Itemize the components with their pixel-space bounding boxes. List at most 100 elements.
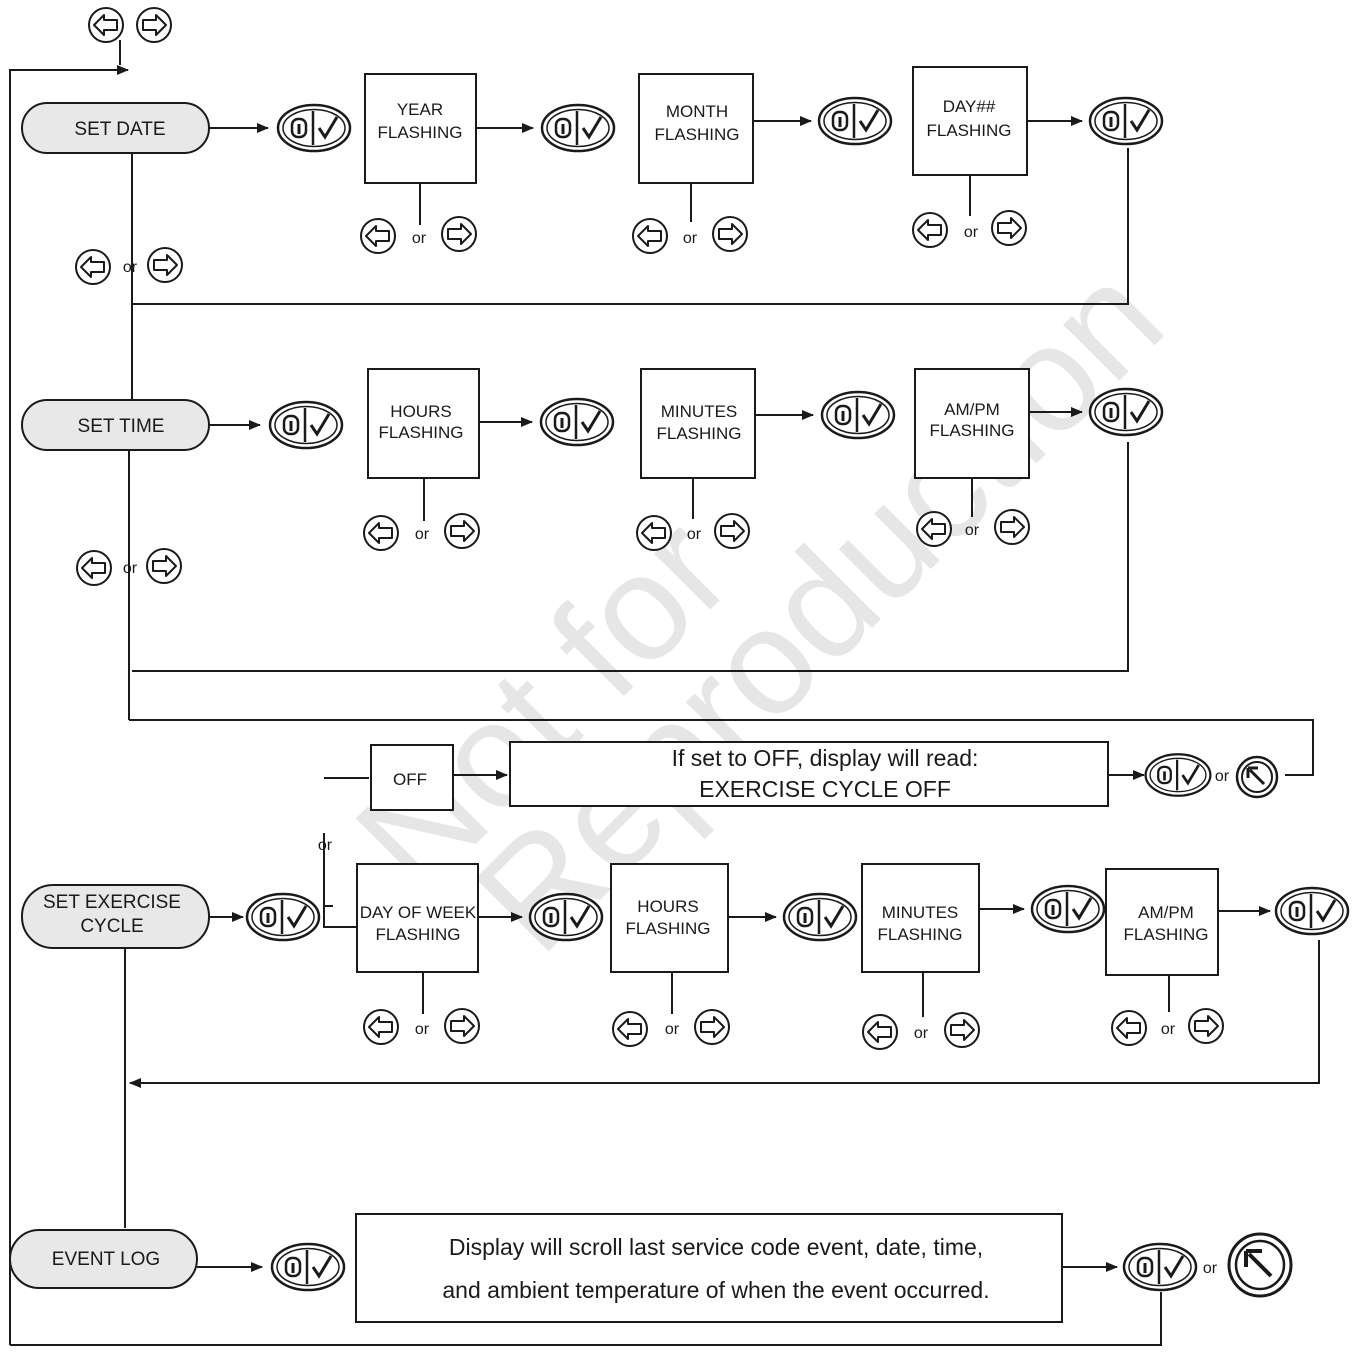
info-check-button-icon[interactable] — [820, 390, 896, 440]
info-check-button-icon[interactable] — [1122, 1242, 1198, 1292]
day-of-week-flashing-label: FLASHING — [375, 925, 460, 944]
off-message-box — [509, 741, 1109, 807]
event-log-message-line2: and ambient temperature of when the even… — [442, 1277, 989, 1303]
info-check-button-icon[interactable] — [540, 103, 616, 153]
left-arrow-icon[interactable] — [612, 1011, 648, 1047]
info-check-button-icon[interactable] — [539, 397, 615, 447]
year-flashing-label: FLASHING — [377, 123, 462, 142]
or-label: or — [318, 837, 333, 854]
or-label: or — [123, 560, 138, 577]
left-arrow-icon[interactable] — [76, 550, 112, 586]
event-log-button[interactable] — [9, 1229, 198, 1289]
minutes-flashing-box — [640, 368, 756, 479]
info-check-button-icon[interactable] — [1274, 886, 1350, 936]
left-arrow-icon[interactable] — [75, 249, 111, 285]
or-label: or — [687, 526, 702, 543]
month-label: MONTH — [666, 102, 728, 121]
hours-flashing-label: FLASHING — [378, 423, 463, 442]
info-check-button-icon[interactable] — [817, 96, 893, 146]
or-label: or — [683, 230, 698, 247]
left-arrow-icon[interactable] — [636, 515, 672, 551]
exercise-minutes-flashing-label: FLASHING — [877, 925, 962, 944]
left-arrow-icon[interactable] — [862, 1014, 898, 1050]
or-label: or — [1203, 1260, 1218, 1277]
event-log-message-line1: Display will scroll last service code ev… — [449, 1234, 983, 1260]
day-of-week-label: DAY OF WEEK — [360, 903, 477, 922]
hours-flashing-box — [367, 368, 480, 479]
year-flashing-box — [364, 73, 477, 184]
or-label: or — [412, 230, 427, 247]
hours-label: HOURS — [390, 402, 451, 421]
left-arrow-icon[interactable] — [360, 218, 396, 254]
info-check-button-icon[interactable] — [1144, 752, 1212, 798]
day-flashing-label: FLASHING — [926, 121, 1011, 140]
left-arrow-icon[interactable] — [916, 511, 952, 547]
right-arrow-icon[interactable] — [146, 548, 182, 584]
right-arrow-icon[interactable] — [712, 216, 748, 252]
minutes-label: MINUTES — [661, 402, 738, 421]
off-message-line1: If set to OFF, display will read: — [672, 745, 979, 771]
day-label: DAY## — [943, 97, 996, 116]
event-log-label: EVENT LOG — [52, 1249, 160, 1270]
right-arrow-icon[interactable] — [714, 513, 750, 549]
right-arrow-icon[interactable] — [994, 509, 1030, 545]
right-arrow-icon[interactable] — [944, 1012, 980, 1048]
info-check-button-icon[interactable] — [1088, 387, 1164, 437]
set-date-label: SET DATE — [74, 119, 165, 140]
back-rotate-icon[interactable] — [1227, 1232, 1293, 1298]
info-check-button-icon[interactable] — [782, 892, 858, 942]
info-check-button-icon[interactable] — [528, 892, 604, 942]
right-arrow-icon[interactable] — [1188, 1008, 1224, 1044]
event-log-row: EVENT LOG Display will scroll last servi… — [9, 1213, 1293, 1323]
set-date-row: SET DATE YEAR FLASHING or MONTH FLASHING… — [21, 66, 1164, 285]
left-arrow-icon[interactable] — [1111, 1010, 1147, 1046]
connector-lines — [9, 40, 1320, 1346]
set-exercise-label-line1: SET EXERCISE — [43, 892, 181, 913]
info-check-button-icon[interactable] — [1088, 96, 1164, 146]
ampm-flashing-label: FLASHING — [929, 421, 1014, 440]
exercise-minutes-flashing-box — [861, 863, 980, 973]
exercise-ampm-label: AM/PM — [1138, 903, 1194, 922]
info-check-button-icon[interactable] — [270, 1242, 346, 1292]
info-check-button-icon[interactable] — [1030, 884, 1106, 934]
left-arrow-icon[interactable] — [912, 212, 948, 248]
right-arrow-icon[interactable] — [444, 513, 480, 549]
exercise-ampm-flashing-label: FLASHING — [1123, 925, 1208, 944]
exercise-hours-flashing-label: FLASHING — [625, 919, 710, 938]
right-arrow-icon[interactable] — [444, 1008, 480, 1044]
minutes-flashing-label: FLASHING — [656, 424, 741, 443]
exercise-hours-label: HOURS — [637, 897, 698, 916]
ampm-label: AM/PM — [944, 400, 1000, 419]
left-arrow-icon[interactable] — [363, 1009, 399, 1045]
day-of-week-flashing-box — [356, 863, 479, 973]
back-rotate-icon[interactable] — [1235, 755, 1279, 799]
off-label: OFF — [393, 770, 427, 789]
or-label: or — [914, 1025, 929, 1042]
left-arrow-icon[interactable] — [88, 7, 124, 43]
year-label: YEAR — [397, 100, 443, 119]
exercise-hours-flashing-box — [610, 863, 729, 973]
exercise-minutes-label: MINUTES — [882, 903, 959, 922]
or-label: or — [665, 1021, 680, 1038]
month-flashing-label: FLASHING — [654, 125, 739, 144]
right-arrow-icon[interactable] — [136, 7, 172, 43]
left-arrow-icon[interactable] — [632, 218, 668, 254]
or-label: or — [415, 526, 430, 543]
right-arrow-icon[interactable] — [694, 1009, 730, 1045]
right-arrow-icon[interactable] — [147, 247, 183, 283]
or-label: or — [964, 224, 979, 241]
left-arrow-icon[interactable] — [363, 515, 399, 551]
or-label: or — [1161, 1021, 1176, 1038]
info-check-button-icon[interactable] — [276, 103, 352, 153]
right-arrow-icon[interactable] — [991, 210, 1027, 246]
or-label: or — [123, 259, 138, 276]
or-label: or — [965, 522, 980, 539]
set-exercise-row: OFF If set to OFF, display will read: EX… — [21, 741, 1350, 1050]
info-check-button-icon[interactable] — [268, 400, 344, 450]
month-flashing-box — [638, 73, 754, 184]
day-flashing-box — [912, 66, 1028, 176]
set-exercise-label-line2: CYCLE — [80, 916, 143, 937]
event-log-message-box — [355, 1213, 1063, 1323]
info-check-button-icon[interactable] — [245, 892, 321, 942]
right-arrow-icon[interactable] — [441, 216, 477, 252]
